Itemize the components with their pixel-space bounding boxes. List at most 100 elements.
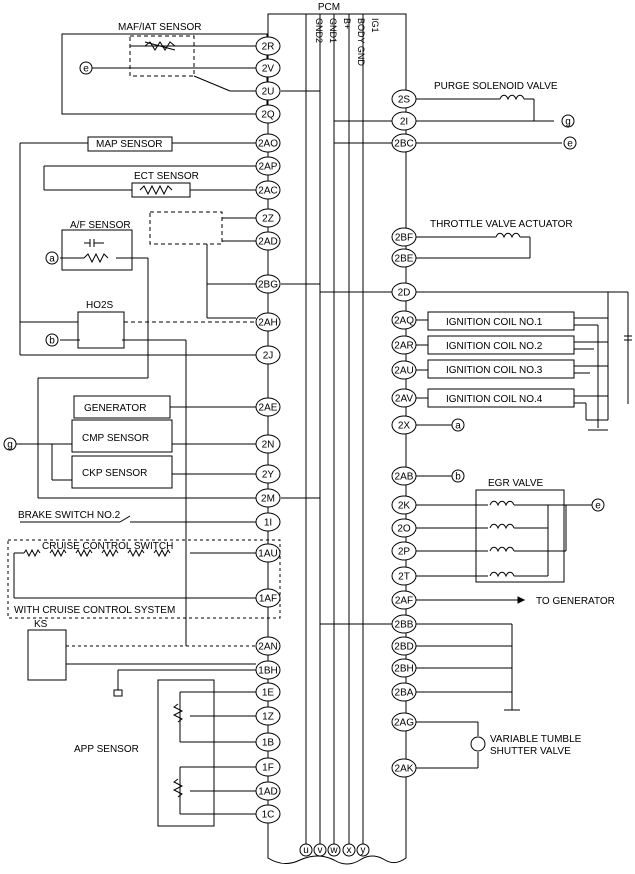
left-pin-label: 1AD — [258, 787, 277, 798]
left-pin-label: 2J — [263, 351, 274, 362]
to-generator-label: TO GENERATOR — [536, 596, 615, 607]
bottom-terminals: u v w x y — [299, 843, 370, 857]
left-pin: 2V — [255, 58, 281, 78]
pcm-title: PCM — [318, 2, 340, 13]
left-pin-label: 1BH — [258, 666, 277, 677]
tumble-label-line2: SHUTTER VALVE — [490, 746, 571, 757]
left-pin-label: 2Q — [261, 110, 275, 121]
connector-ref: g — [3, 437, 17, 451]
left-pin-label: 1F — [262, 763, 274, 774]
left-pin-label: 2AO — [258, 139, 278, 150]
right-pins: 2S2I2BC2BF2BE2D2AQ2AR2AU2AV2X2AB2K2O2P2T… — [391, 89, 417, 778]
right-pin-label: 2AF — [395, 596, 413, 607]
ckp-label: CKP SENSOR — [82, 468, 147, 479]
connector-ref-label: b — [455, 472, 461, 483]
terminal-x: x — [342, 843, 356, 857]
connector-ref: g — [561, 114, 575, 128]
af-label: A/F SENSOR — [70, 220, 131, 231]
ks-label: KS — [34, 619, 48, 630]
right-pin-label: 2S — [398, 95, 411, 106]
svg-text:x: x — [347, 845, 352, 856]
left-pin-label: 2N — [262, 440, 275, 451]
right-pin: 2D — [391, 282, 417, 302]
right-pin: 2AB — [391, 466, 417, 486]
left-pin-label: 2Y — [262, 470, 275, 481]
cruise-label: CRUISE CONTROL SWITCH — [42, 541, 173, 552]
left-pin: 2AE — [255, 397, 281, 417]
terminal-w: w — [327, 843, 341, 857]
left-pin-label: 2R — [262, 42, 275, 53]
left-pin-label: 2AP — [259, 162, 278, 173]
right-pin-label: 2BB — [395, 620, 414, 631]
coil2-label: IGNITION COIL NO.2 — [446, 341, 543, 352]
pcm-body: PCM — [267, 2, 407, 865]
left-pin: 2R — [255, 36, 281, 56]
terminal-v: v — [313, 843, 327, 857]
right-pin: 2X — [391, 415, 417, 435]
right-pin-label: 2I — [400, 117, 408, 128]
maf-iat-label: MAF/IAT SENSOR — [118, 22, 202, 33]
right-pin: 2S — [391, 89, 417, 109]
connector-ref-label: g — [7, 440, 13, 451]
connector-ref: e — [591, 498, 605, 512]
right-pin-label: 2BD — [394, 642, 413, 653]
right-pin-label: 2AR — [394, 341, 413, 352]
left-pin: 2AN — [255, 636, 281, 656]
connector-ref-label: e — [595, 501, 601, 512]
right-pin: 2BF — [391, 227, 417, 247]
connector-ref-label: b — [49, 336, 55, 347]
right-pin: 2BB — [391, 614, 417, 634]
map-label: MAP SENSOR — [96, 139, 163, 150]
left-pin-label: 2Z — [262, 214, 274, 225]
left-pin: 1C — [255, 804, 281, 824]
bus-labels: GND2 GND1 B+ BODY GND IG1 — [314, 18, 380, 66]
right-pin-label: 2D — [398, 288, 411, 299]
left-pin-label: 2AD — [258, 237, 277, 248]
connector-ref: e — [563, 136, 577, 150]
left-pin: 1AD — [255, 781, 281, 801]
right-pin-label: 2BF — [395, 233, 413, 244]
right-pin: 2BE — [391, 248, 417, 268]
left-pin: 1E — [255, 682, 281, 702]
generator-label: GENERATOR — [84, 403, 146, 414]
throttle-label: THROTTLE VALVE ACTUATOR — [430, 219, 573, 230]
ect-label: ECT SENSOR — [134, 171, 199, 182]
cruise-note: WITH CRUISE CONTROL SYSTEM — [14, 605, 175, 616]
svg-text:w: w — [329, 845, 338, 856]
right-pin: 2AU — [391, 360, 417, 380]
right-wiring — [320, 94, 632, 769]
left-pin-label: 1I — [264, 518, 272, 529]
connector-ref: a — [45, 251, 59, 265]
bus-label-ig1: IG1 — [370, 18, 380, 33]
right-pin: 2AQ — [391, 310, 417, 330]
connector-ref: b — [45, 333, 59, 347]
bus-label-body-gnd: BODY GND — [356, 18, 366, 66]
left-pin-label: 1AU — [258, 549, 277, 560]
svg-text:v: v — [318, 845, 323, 856]
right-pin-label: 2AU — [394, 366, 413, 377]
bus-label-gnd2: GND2 — [314, 18, 324, 43]
right-pin-label: 2BA — [395, 688, 414, 699]
right-pin-label: 2AK — [395, 764, 414, 775]
connector-ref-label: a — [49, 254, 55, 265]
right-pin: 2AF — [391, 590, 417, 610]
left-pin: 2Z — [255, 208, 281, 228]
left-pin-label: 1E — [262, 688, 275, 699]
terminal-y: y — [356, 843, 370, 857]
left-pin: 2AH — [255, 312, 281, 332]
right-pin-label: 2AV — [395, 394, 413, 405]
left-pin: 2Q — [255, 104, 281, 124]
app-label: APP SENSOR — [74, 744, 139, 755]
right-pin-label: 2K — [398, 501, 411, 512]
left-pin: 1F — [255, 757, 281, 777]
left-pin: 1B — [255, 732, 281, 752]
bus-label-bplus: B+ — [342, 18, 352, 29]
left-pins: 2R2V2U2Q2AO2AP2AC2Z2AD2BG2AH2J2AE2N2Y2M1… — [255, 36, 281, 824]
right-pin: 2AR — [391, 335, 417, 355]
left-pin-label: 2BG — [258, 280, 278, 291]
left-pin-label: 2AH — [258, 318, 277, 329]
left-pin: 2M — [255, 488, 281, 508]
left-wiring — [7, 33, 320, 827]
